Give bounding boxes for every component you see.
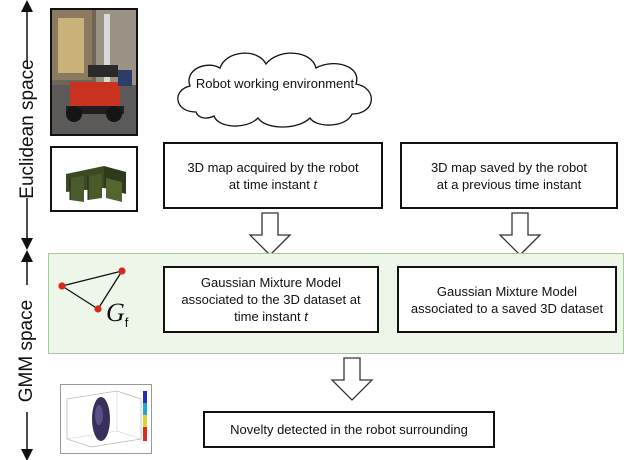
down-arrow-right: [498, 212, 542, 256]
map-current-line2: at time instant t: [228, 176, 318, 192]
gmm-current-line1: Gaussian Mixture Model: [200, 275, 342, 290]
graph-node: [58, 282, 66, 290]
graph-node: [94, 305, 102, 313]
cloud-label: Robot working environment: [195, 76, 355, 91]
map-current-line1: 3D map acquired by the robot: [187, 159, 359, 175]
graph-symbol: [58, 267, 126, 313]
graph-node: [118, 267, 126, 275]
gmm-saved-line2: associated to a saved 3D dataset: [410, 300, 604, 316]
gmm-current-line3: time instant t: [234, 309, 308, 324]
down-arrow-novelty: [330, 357, 374, 401]
down-arrow-left: [248, 212, 292, 256]
map-saved-box: 3D map saved by the robot at a previous …: [400, 142, 618, 209]
vertical-axis-arrows: [21, 0, 33, 460]
gmm-space-label: GMM space: [16, 299, 37, 403]
gmm-current-line2: associated to the 3D dataset at: [181, 292, 361, 307]
novelty-label: Novelty detected in the robot surroundin…: [230, 422, 468, 437]
gmm-saved-box: Gaussian Mixture Model associated to a s…: [397, 266, 617, 333]
gmm-current-box: Gaussian Mixture Model associated to the…: [163, 266, 379, 333]
map-saved-line1: 3D map saved by the robot: [430, 159, 588, 175]
environment-cloud: [177, 52, 372, 128]
map-saved-line2: at a previous time instant: [436, 176, 582, 192]
euclidean-space-label: Euclidean space: [17, 59, 38, 199]
novelty-box: Novelty detected in the robot surroundin…: [203, 411, 495, 448]
gmm-saved-line1: Gaussian Mixture Model: [436, 283, 578, 299]
robot-photo: [50, 8, 138, 136]
gmm-ellipsoid-thumbnail: [60, 384, 152, 454]
map-current-box: 3D map acquired by the robot at time ins…: [163, 142, 383, 209]
graph-letter: Gf: [106, 298, 129, 331]
3d-map-thumbnail: [50, 146, 138, 212]
